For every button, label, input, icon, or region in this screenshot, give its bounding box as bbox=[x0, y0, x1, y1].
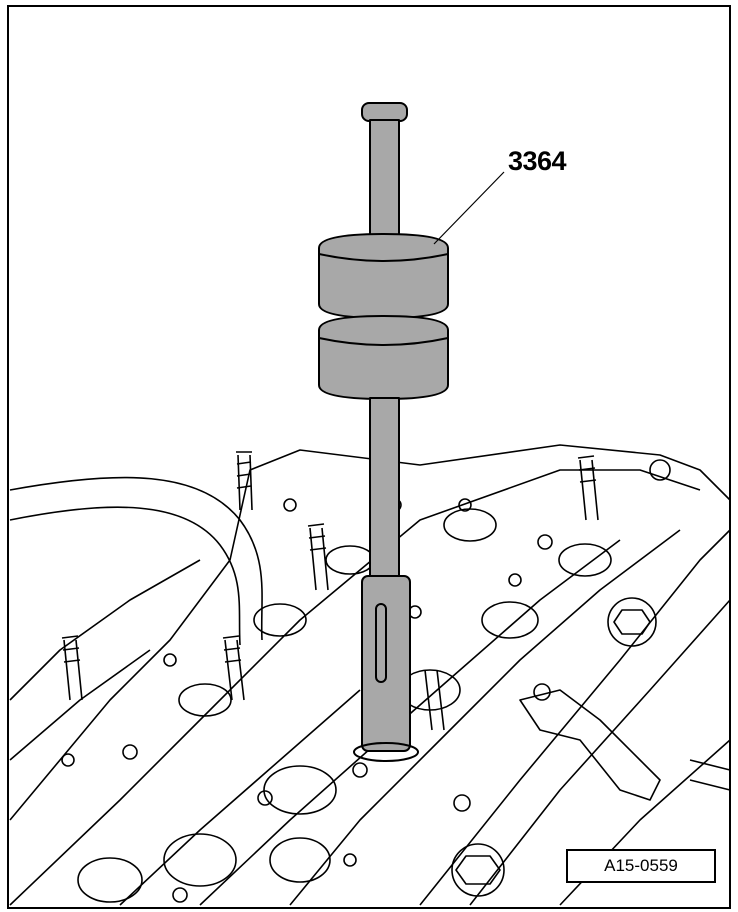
head-outline bbox=[9, 444, 731, 821]
hose bbox=[9, 476, 263, 641]
rocker-arm bbox=[519, 689, 661, 801]
figure-id-box: A15-0559 bbox=[566, 849, 716, 883]
figure-border bbox=[7, 5, 731, 909]
figure-id: A15-0559 bbox=[604, 856, 678, 875]
stud-6 bbox=[424, 669, 445, 731]
hose-inner bbox=[9, 506, 241, 646]
cylinder-head bbox=[9, 444, 731, 906]
tool-callout-label: 3364 bbox=[508, 146, 567, 176]
tool-3364 bbox=[318, 102, 449, 762]
head-edge-lower bbox=[9, 469, 701, 906]
callout-leader bbox=[433, 171, 505, 245]
